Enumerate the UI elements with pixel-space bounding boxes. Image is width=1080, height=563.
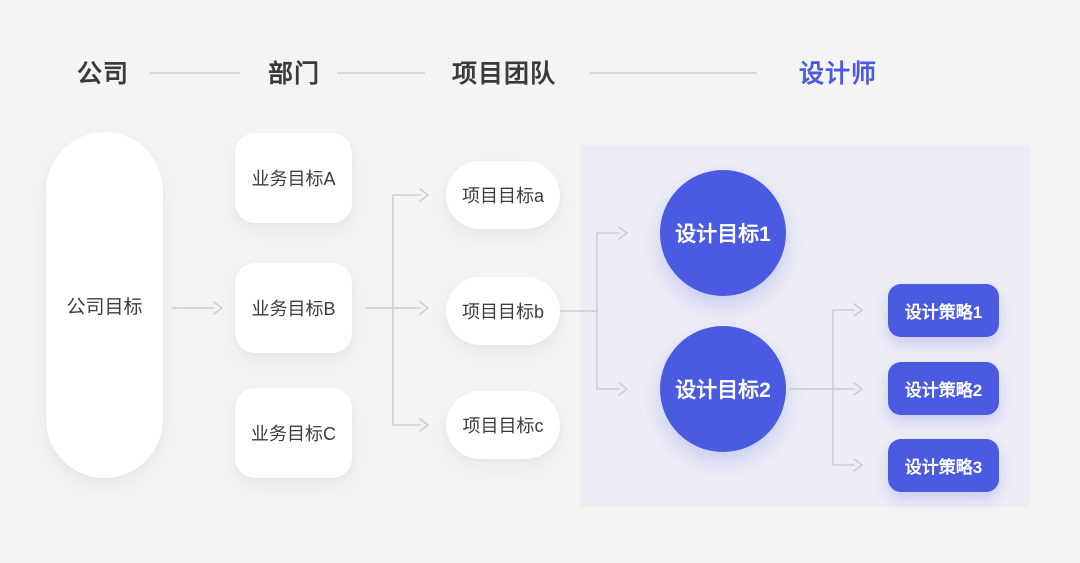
- node-business-goal-b: 业务目标B: [235, 263, 352, 353]
- node-project-goal-b: 项目目标b: [446, 277, 560, 345]
- header-level-department: 部门: [267, 60, 321, 88]
- node-design-strategy-3: 设计策略3: [888, 439, 999, 492]
- header-level-project-team: 项目团队: [451, 60, 557, 88]
- arrow-company-to-business: [172, 301, 223, 315]
- node-project-goal-a: 项目目标a: [446, 161, 560, 229]
- node-design-goal-1: 设计目标1: [660, 170, 786, 296]
- node-project-goal-c: 项目目标c: [446, 391, 560, 459]
- header-level-company: 公司: [76, 60, 130, 88]
- node-business-goal-c: 业务目标C: [235, 388, 352, 478]
- node-company-goal: 公司目标: [46, 132, 163, 478]
- node-design-strategy-1: 设计策略1: [888, 284, 999, 337]
- header-level-designer: 设计师: [798, 60, 878, 88]
- arrows-business-to-projects: [365, 188, 429, 432]
- node-business-goal-a: 业务目标A: [235, 133, 352, 223]
- node-design-strategy-2: 设计策略2: [888, 362, 999, 415]
- node-design-goal-2: 设计目标2: [660, 326, 786, 452]
